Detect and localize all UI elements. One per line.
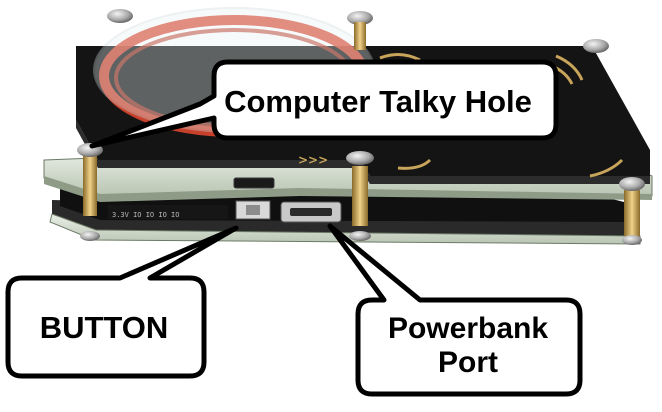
standoff-front-mid (346, 151, 374, 241)
callout-computer-talky-hole (89, 59, 559, 149)
standoff-front-right (619, 177, 645, 245)
callout-button (5, 225, 239, 379)
svg-text:3.3V IO IO IO IO: 3.3V IO IO IO IO (112, 211, 179, 219)
computer-talky-hole-label: Computer Talky Hole (224, 83, 532, 119)
screw-back-mid (347, 11, 373, 25)
usb-port-icon (280, 201, 342, 223)
powerbank-label-line1: Powerbank (387, 311, 549, 345)
powerbank-port-label: Powerbank Port (357, 304, 579, 388)
screw-back-right (583, 39, 609, 53)
callout-powerbank-port (327, 223, 583, 397)
push-button-icon (235, 200, 271, 220)
standoff-screws (77, 9, 645, 245)
powerbank-label-line2: Port (438, 346, 498, 379)
screw-back-left (107, 9, 133, 23)
button-label: BUTTON (39, 309, 169, 345)
svg-text:>>>: >>> (298, 153, 328, 167)
